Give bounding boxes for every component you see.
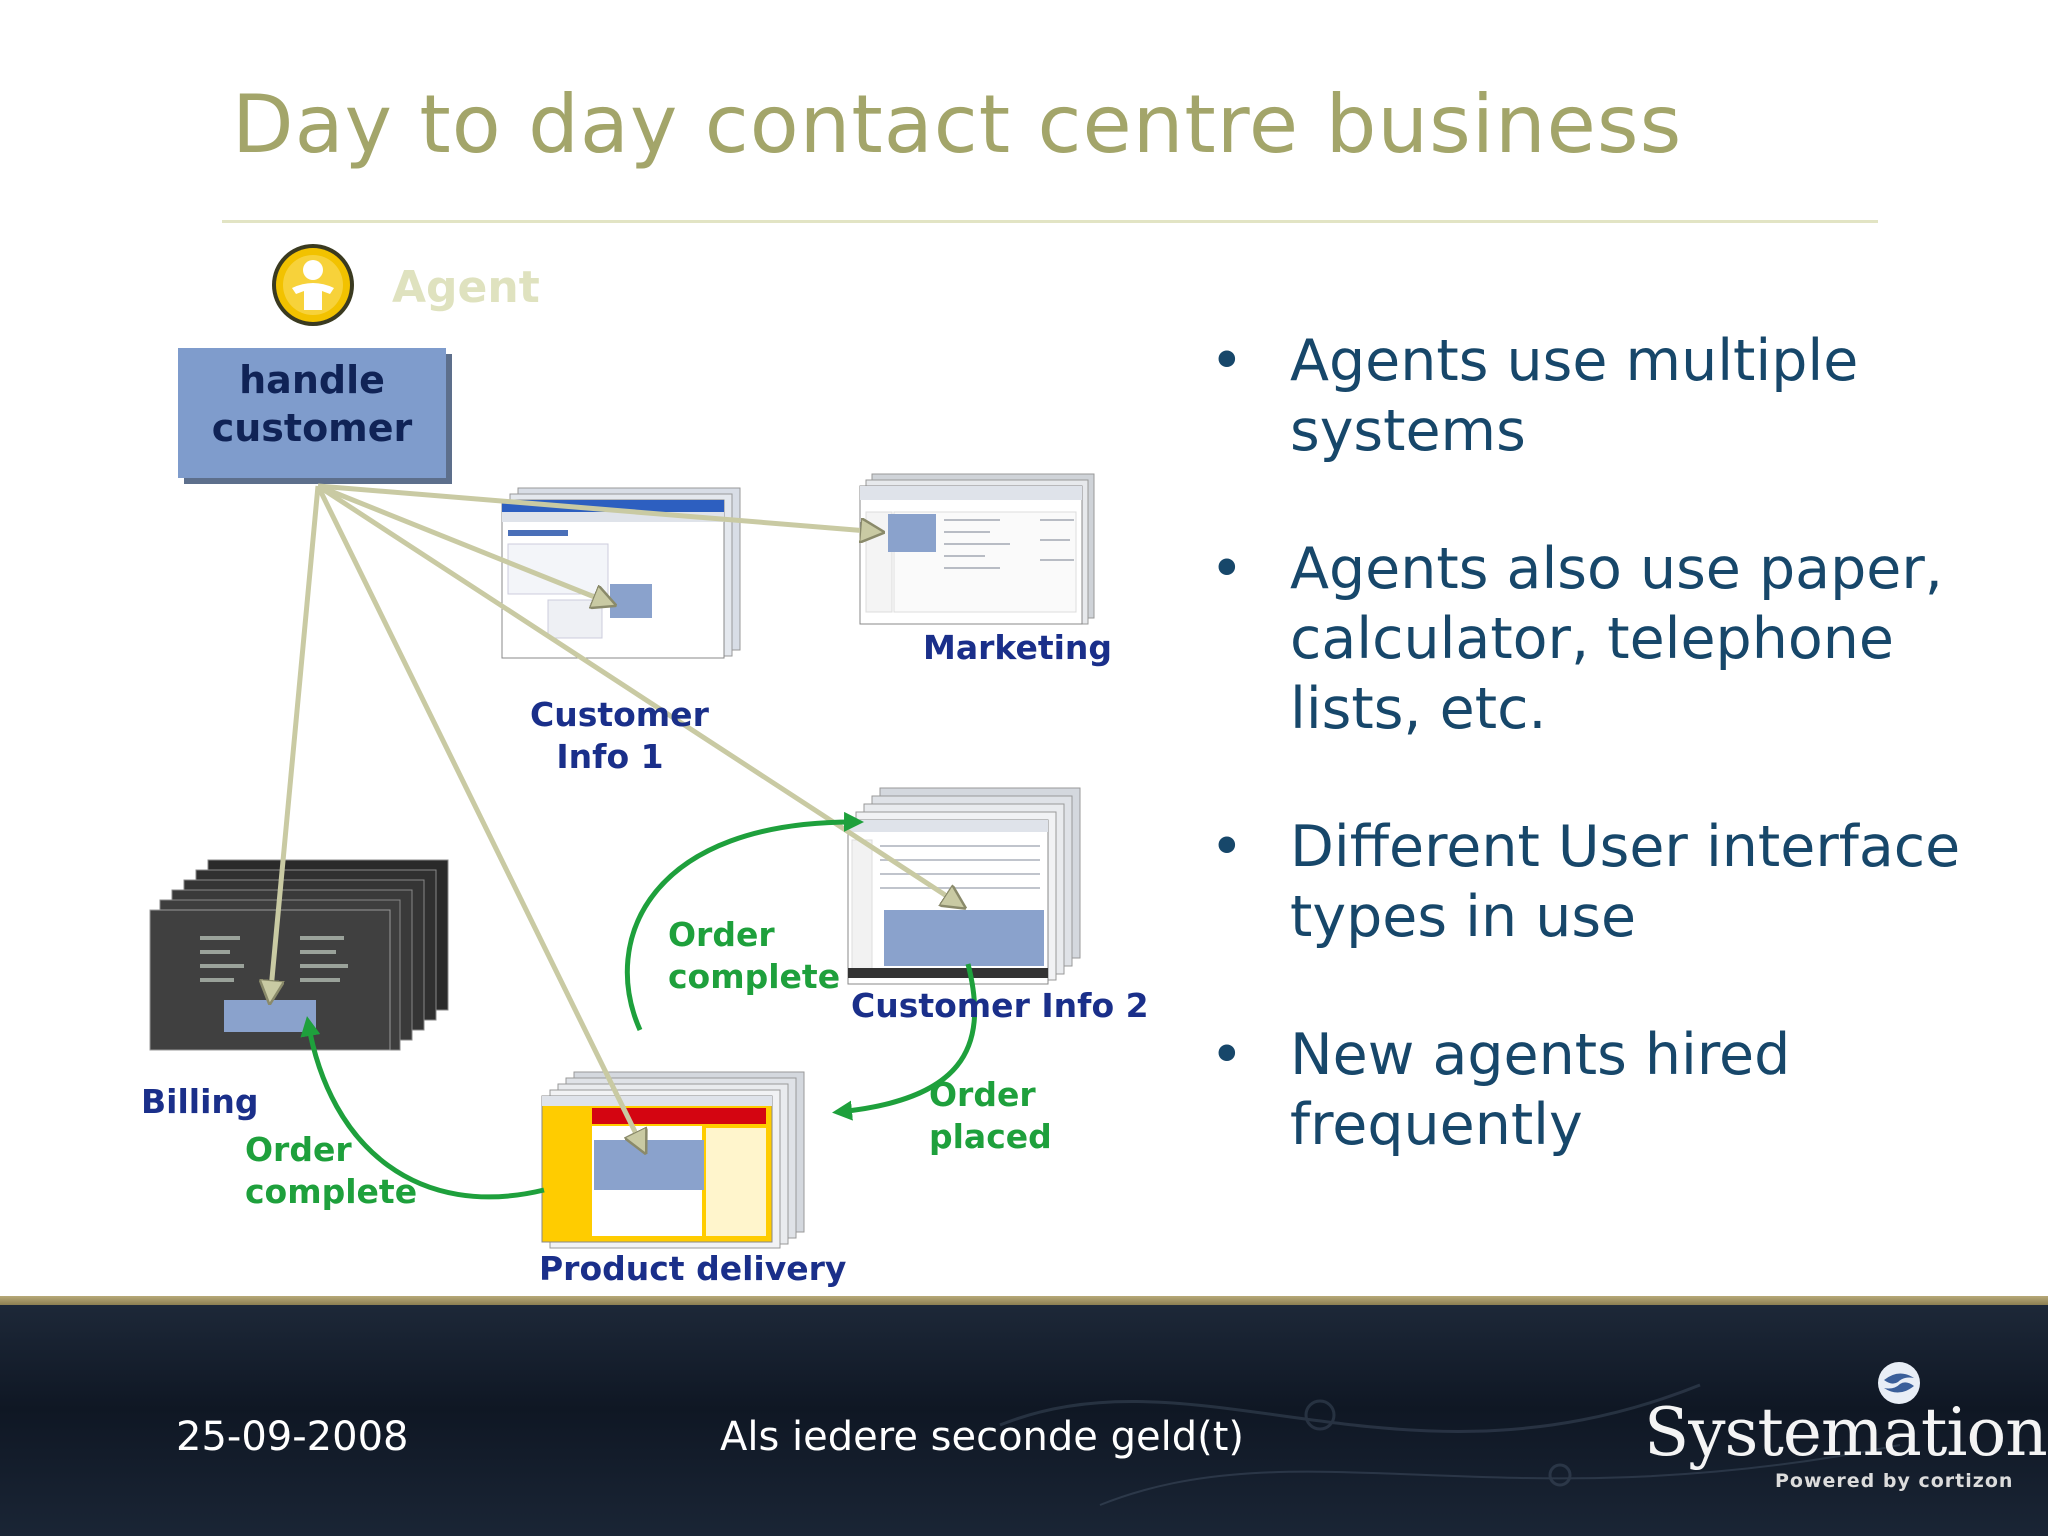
bullet-item: • Agents use multiple systems (1210, 326, 2030, 466)
customer-info-1-label: Customer Info 1 (530, 695, 709, 776)
bullet-dot: • (1210, 328, 1244, 394)
logo-mark-icon (1878, 1362, 1920, 1404)
bullet-item: • Agents also use paper, calculator, tele… (1210, 534, 2030, 744)
billing-screens (149, 859, 449, 1051)
bullet-text: Agents also use paper, calculator, telep… (1290, 536, 1943, 742)
bullet-item: • Different User interface types in use (1210, 812, 2030, 952)
order-complete-top-label: Order complete (668, 915, 841, 996)
order-placed-label: Order placed (929, 1075, 1052, 1156)
bullet-text: Different User interface types in use (1290, 814, 1961, 950)
footer-band (0, 1305, 2048, 1536)
footer-date: 25-09-2008 (176, 1414, 409, 1460)
title-divider (222, 220, 1878, 223)
footer-tagline: Als iedere seconde geld(t) (720, 1414, 1245, 1460)
bullet-list: • Agents use multiple systems • Agents als… (1210, 326, 2030, 1228)
agent-label: Agent (392, 262, 540, 313)
footer-divider (0, 1296, 2048, 1305)
handle-customer-label: handle customer (211, 358, 413, 450)
handle-customer-box (178, 348, 446, 478)
marketing-screens (859, 473, 1095, 625)
customer-info-2-screens (847, 787, 1081, 985)
bullet-text: New agents hired frequently (1290, 1022, 1791, 1158)
logo-powered-by: Powered by cortizon (1775, 1470, 2014, 1492)
slide-title: Day to day contact centre business (232, 78, 1683, 171)
marketing-label: Marketing (923, 628, 1113, 667)
billing-label: Billing (141, 1082, 259, 1121)
bullet-item: • New agents hired frequently (1210, 1020, 2030, 1160)
order-complete-bottom-label: Order complete (245, 1130, 418, 1211)
bullet-text: Agents use multiple systems (1290, 328, 1859, 464)
bullet-dot: • (1210, 1022, 1244, 1088)
product-delivery-screens (541, 1071, 805, 1249)
system-diagram (149, 473, 1095, 1249)
logo-wordmark: Systemation (1644, 1394, 2048, 1471)
bullet-dot: • (1210, 814, 1244, 880)
agent-icon (272, 244, 354, 326)
customer-info-2-label: Customer Info 2 (851, 986, 1149, 1025)
product-delivery-label: Product delivery (539, 1249, 847, 1288)
bullet-dot: • (1210, 536, 1244, 602)
